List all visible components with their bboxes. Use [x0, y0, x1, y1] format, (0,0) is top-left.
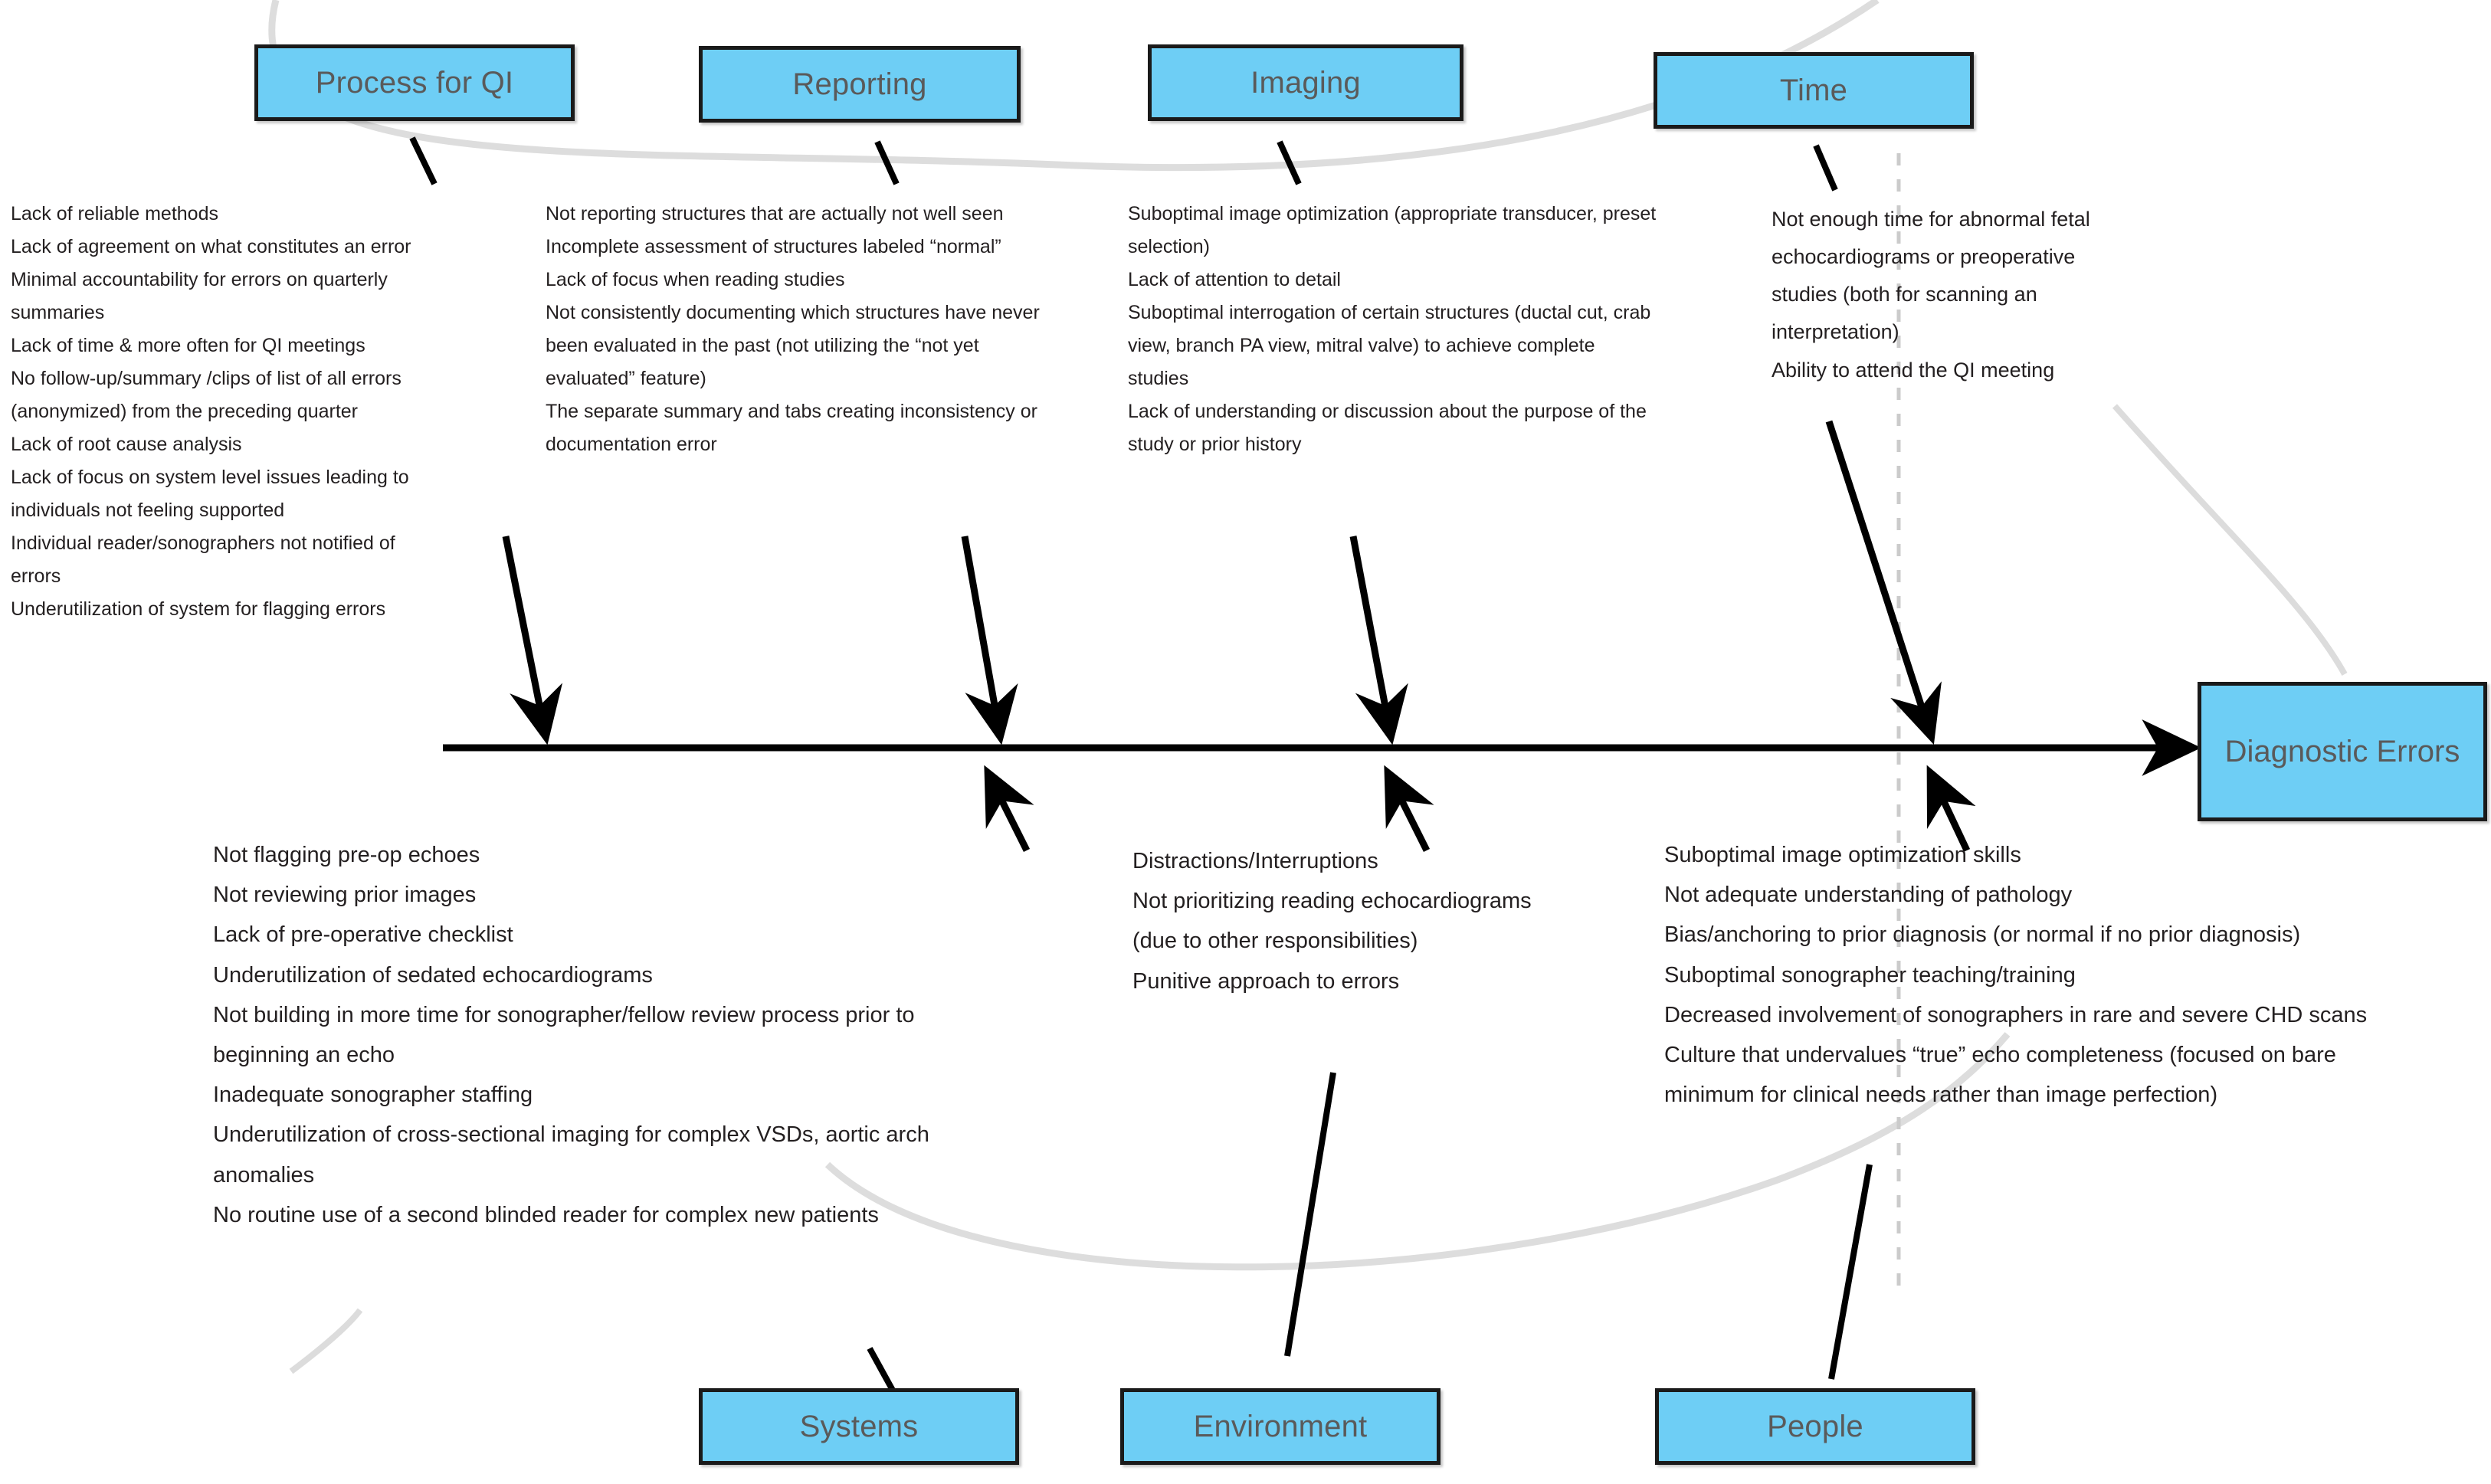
cause-item: (anonymized) from the preceding quarter [11, 401, 359, 422]
cause-item: documentation error [546, 434, 717, 455]
category-label-imaging: Imaging [1250, 65, 1361, 100]
category-box-people[interactable]: People [1655, 1388, 1975, 1465]
stub-environment [1284, 1072, 1336, 1357]
cause-item: study or prior history [1128, 434, 1302, 455]
cause-item: Ability to attend the QI meeting [1772, 358, 2055, 382]
cause-item: summaries [11, 302, 105, 323]
cause-item: Minimal accountability for errors on qua… [11, 269, 388, 290]
cause-item: Not building in more time for sonographe… [213, 1002, 915, 1027]
cause-item: studies [1128, 368, 1189, 389]
category-box-environment[interactable]: Environment [1120, 1388, 1441, 1465]
cause-item: Lack of focus when reading studies [546, 269, 845, 290]
stub-time [1813, 144, 1838, 192]
cause-item: Culture that undervalues “true” echo com… [1664, 1042, 2336, 1067]
cause-item: minimum for clinical needs rather than i… [1664, 1083, 2218, 1108]
cause-item: Incomplete assessment of structures labe… [546, 236, 1001, 257]
rib-reporting [961, 536, 1018, 745]
cause-item: Suboptimal image optimization skills [1664, 843, 2021, 867]
cause-list-people: Suboptimal image optimization skills Not… [1664, 835, 2461, 1115]
stub-imaging [1277, 140, 1302, 185]
cause-item: errors [11, 565, 61, 587]
cause-list-environment: Distractions/Interruptions Not prioritiz… [1132, 841, 1669, 1001]
cause-item: Suboptimal sonographer teaching/training [1664, 962, 2076, 988]
category-label-systems: Systems [799, 1409, 919, 1443]
cause-list-time: Not enough time for abnormal fetal echoc… [1772, 201, 2201, 389]
cause-item: Decreased involvement of sonographers in… [1664, 1002, 2368, 1027]
cause-item: view, branch PA view, mitral valve) to a… [1128, 335, 1595, 356]
cause-item: Suboptimal image optimization (appropria… [1128, 203, 1657, 224]
cause-item: Individual reader/sonographers not notif… [11, 532, 395, 554]
category-label-people: People [1767, 1409, 1863, 1443]
cause-item: individuals not feeling supported [11, 500, 285, 521]
category-label-reporting: Reporting [792, 67, 927, 101]
cause-item: Not adequate understanding of pathology [1664, 883, 2073, 908]
cause-item: Not flagging pre-op echoes [213, 843, 480, 867]
rib-environment [1384, 765, 1434, 853]
cause-item: Bias/anchoring to prior diagnosis (or no… [1664, 922, 2301, 948]
cause-item: The separate summary and tabs creating i… [546, 401, 1037, 422]
cause-item: No follow-up/summary /clips of list of a… [11, 368, 402, 389]
cause-item: Lack of reliable methods [11, 203, 218, 224]
cause-item: Suboptimal interrogation of certain stru… [1128, 302, 1651, 323]
cause-item: selection) [1128, 236, 1210, 257]
cause-item: Underutilization of sedated echocardiogr… [213, 962, 653, 988]
cause-item: Lack of attention to detail [1128, 269, 1341, 290]
cause-item: Inadequate sonographer staffing [213, 1083, 533, 1108]
rib-process-for-qi [502, 536, 563, 745]
rib-time [1825, 420, 1942, 745]
cause-item: Underutilization of cross-sectional imag… [213, 1122, 929, 1148]
category-label-time: Time [1779, 73, 1848, 107]
cause-item: Punitive approach to errors [1132, 968, 1400, 994]
cause-item: been evaluated in the past (not utilizin… [546, 335, 979, 356]
cause-item: interpretation) [1772, 320, 1899, 344]
cause-item: Not reviewing prior images [213, 883, 477, 908]
cause-list-process-for-qi: Lack of reliable methods Lack of agreeme… [11, 198, 501, 626]
cause-item: Not enough time for abnormal fetal [1772, 208, 2090, 231]
cause-item: evaluated” feature) [546, 368, 706, 389]
cause-item: studies (both for scanning an [1772, 283, 2037, 306]
effect-box-diagnostic-errors[interactable]: Diagnostic Errors [2198, 682, 2487, 821]
cause-item: Lack of understanding or discussion abou… [1128, 401, 1647, 422]
stub-people [1828, 1164, 1873, 1380]
rib-imaging [1349, 536, 1408, 745]
stub-systems [867, 1347, 898, 1396]
category-box-time[interactable]: Time [1654, 52, 1974, 129]
cause-item: Not prioritizing reading echocardiograms [1132, 889, 1532, 914]
cause-item: Lack of agreement on what constitutes an… [11, 236, 411, 257]
cause-item: Lack of time & more often for QI meeting… [11, 335, 365, 356]
stub-process-for-qi [409, 136, 438, 185]
category-label-environment: Environment [1193, 1409, 1368, 1443]
stub-reporting [874, 140, 900, 185]
guide-arc-top-right [2112, 404, 2348, 676]
cause-item: Underutilization of system for flagging … [11, 598, 386, 620]
category-box-systems[interactable]: Systems [699, 1388, 1019, 1465]
cause-item: Not reporting structures that are actual… [546, 203, 1004, 224]
cause-item: anomalies [213, 1162, 315, 1188]
cause-item: echocardiograms or preoperative [1772, 245, 2076, 269]
cause-item: (due to other responsibilities) [1132, 929, 1418, 954]
cause-item: Not consistently documenting which struc… [546, 302, 1040, 323]
cause-item: Lack of root cause analysis [11, 434, 242, 455]
category-box-imaging[interactable]: Imaging [1148, 44, 1463, 121]
guide-arc-bottom-left [289, 1308, 363, 1374]
cause-list-reporting: Not reporting structures that are actual… [546, 198, 1113, 461]
category-label-process-for-qi: Process for QI [315, 65, 514, 100]
cause-list-imaging: Suboptimal image optimization (appropria… [1128, 198, 1726, 461]
cause-item: Distractions/Interruptions [1132, 849, 1378, 873]
effect-label: Diagnostic Errors [2224, 734, 2460, 768]
category-box-process-for-qi[interactable]: Process for QI [254, 44, 575, 121]
cause-item: beginning an echo [213, 1042, 395, 1067]
category-box-reporting[interactable]: Reporting [699, 46, 1021, 123]
cause-item: No routine use of a second blinded reade… [213, 1202, 879, 1227]
cause-list-systems: Not flagging pre-op echoes Not reviewing… [213, 835, 1041, 1235]
cause-item: Lack of focus on system level issues lea… [11, 467, 409, 488]
cause-item: Lack of pre-operative checklist [213, 922, 513, 948]
